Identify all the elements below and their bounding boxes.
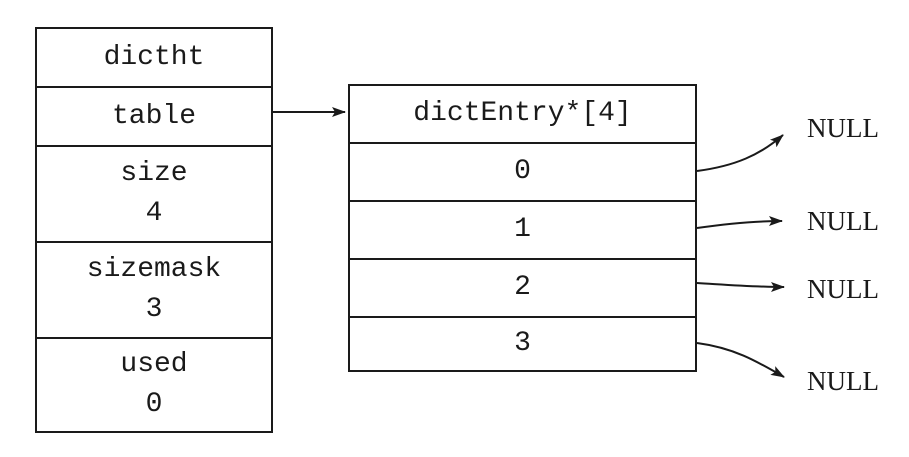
dictentry-slot-0: 0 [350, 142, 695, 200]
dictentry-slot-1-index: 1 [514, 214, 531, 245]
dictentry-array: dictEntry*[4] 0 1 2 3 [348, 84, 697, 372]
dictht-table-cell: table [37, 86, 271, 145]
dictht-struct: dictht table size 4 sizemask 3 used 0 [35, 27, 273, 433]
dictht-sizemask-cell: sizemask 3 [37, 241, 271, 337]
dictht-title: dictht [103, 41, 205, 73]
dictht-size-value: 4 [145, 198, 163, 229]
dictht-table-label: table [111, 100, 196, 132]
dictht-used-label: used [120, 349, 188, 380]
dictht-sizemask-value: 3 [145, 294, 163, 325]
slot-2-null-arrow [696, 281, 785, 292]
slot-0-null-arrow [696, 134, 784, 172]
slot-1-null-arrow [696, 216, 783, 229]
dictentry-slot-3: 3 [350, 316, 695, 370]
null-label-3: NULL [807, 366, 879, 396]
null-label-2: NULL [807, 274, 879, 304]
dictentry-slot-1: 1 [350, 200, 695, 258]
dictentry-slot-2: 2 [350, 258, 695, 316]
dictentry-title-cell: dictEntry*[4] [350, 86, 695, 142]
dictht-sizemask-label: sizemask [86, 254, 222, 285]
dictentry-slot-0-index: 0 [514, 156, 531, 187]
dictht-used-cell: used 0 [37, 337, 271, 431]
null-label-1: NULL [807, 206, 879, 236]
dictentry-title: dictEntry*[4] [413, 98, 632, 129]
dictentry-slot-3-index: 3 [514, 328, 531, 359]
slot-3-null-arrow [696, 342, 785, 378]
null-label-0: NULL [807, 113, 879, 143]
dictht-used-value: 0 [145, 389, 163, 420]
dictentry-slot-2-index: 2 [514, 272, 531, 303]
dictht-size-label: size [120, 158, 188, 189]
dictht-title-cell: dictht [37, 29, 271, 86]
dictht-size-cell: size 4 [37, 145, 271, 241]
